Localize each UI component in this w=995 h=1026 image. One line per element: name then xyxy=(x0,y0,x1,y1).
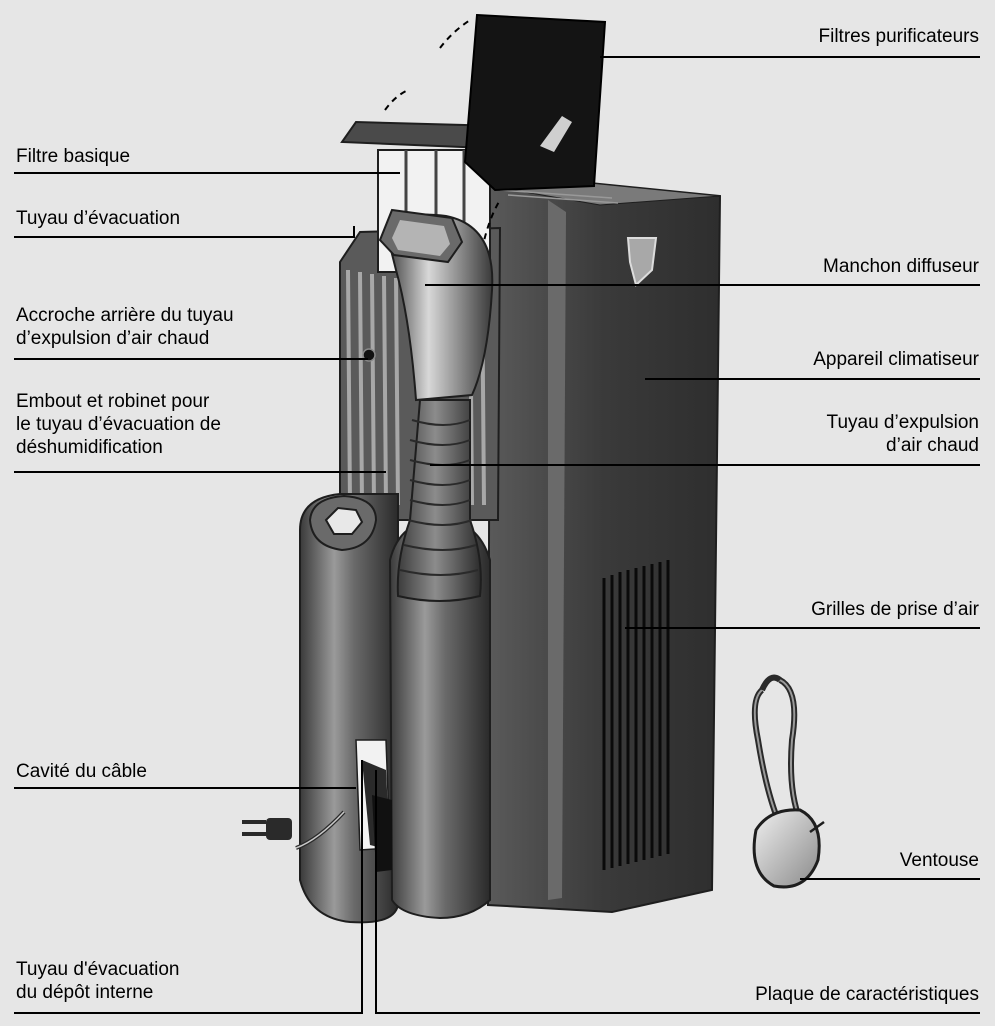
label-tuyau-evacuation: Tuyau d’évacuation xyxy=(16,208,181,229)
label-tuyau-depot-interne: Tuyau d'évacuation du dépôt interne xyxy=(16,959,180,1003)
leader-plaque-caracteristiques xyxy=(375,770,980,1014)
label-plaque-caracteristiques: Plaque de caractéristiques xyxy=(755,984,979,1005)
label-ventouse: Ventouse xyxy=(899,850,979,871)
intake-grille xyxy=(602,560,670,870)
label-embout-robinet: Embout et robinet pour le tuyau d’évacua… xyxy=(16,391,221,458)
label-manchon-diffuseur: Manchon diffuseur xyxy=(823,256,979,277)
label-filtres-purificateurs: Filtres purificateurs xyxy=(818,26,980,47)
side-handle xyxy=(626,237,658,287)
label-appareil-climatiseur: Appareil climatiseur xyxy=(813,349,979,370)
label-grilles-prise-air: Grilles de prise d’air xyxy=(811,599,979,620)
unit-main-body xyxy=(486,178,722,914)
label-accroche-arriere: Accroche arrière du tuyau d’expulsion d’… xyxy=(16,305,234,349)
hot-air-hose xyxy=(378,208,494,602)
label-tuyau-expulsion: Tuyau d’expulsion d’air chaud xyxy=(826,412,979,456)
leader-lines xyxy=(14,56,980,1014)
leader-tuyau-depot-interne xyxy=(14,760,363,1014)
label-filtre-basique: Filtre basique xyxy=(16,146,131,167)
purifier-filter-panel xyxy=(463,13,607,192)
power-plug-icon xyxy=(242,810,346,850)
label-cavite-cable: Cavité du câble xyxy=(16,761,147,782)
leader-tuyau-evacuation xyxy=(14,226,355,238)
suction-cup-icon xyxy=(751,674,825,889)
